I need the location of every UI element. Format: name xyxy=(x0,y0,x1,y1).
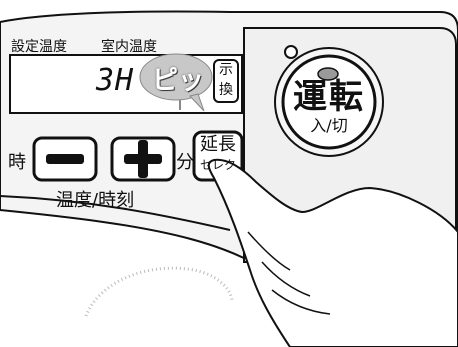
extend-button[interactable]: 延長 セレク xyxy=(194,134,242,180)
extend-sub-label: セレク xyxy=(199,158,236,172)
set-temp-label: 設定温度 xyxy=(11,39,67,55)
plus-button[interactable] xyxy=(112,138,174,180)
status-led xyxy=(284,45,298,59)
beep-text: ピッ xyxy=(152,66,205,96)
display-switch-bottom: 換 xyxy=(219,82,233,98)
run-button[interactable]: 運転 入/切 xyxy=(280,78,378,138)
hour-label: 時 xyxy=(8,152,26,173)
minute-label: 分 xyxy=(176,152,194,173)
run-sub-label: 入/切 xyxy=(310,116,348,135)
pointing-hand xyxy=(207,158,458,347)
display-switch-top: 示 xyxy=(219,62,233,78)
run-indicator-dot xyxy=(317,67,339,81)
run-button-inner xyxy=(281,54,377,150)
dotted-arc xyxy=(84,266,234,317)
temp-time-label: 温度/時刻 xyxy=(56,190,135,211)
room-temp-label: 室内温度 xyxy=(101,39,157,55)
beep-bubble xyxy=(139,53,213,101)
display-switch-button[interactable]: 示 換 xyxy=(214,60,238,102)
minus-button[interactable] xyxy=(34,138,96,180)
lcd-value: 3H xyxy=(96,63,135,98)
run-label: 運転 xyxy=(293,77,365,117)
display-switch-button-shape xyxy=(213,59,239,103)
panel-lower-edge xyxy=(0,195,231,231)
extend-label: 延長 xyxy=(200,134,236,155)
